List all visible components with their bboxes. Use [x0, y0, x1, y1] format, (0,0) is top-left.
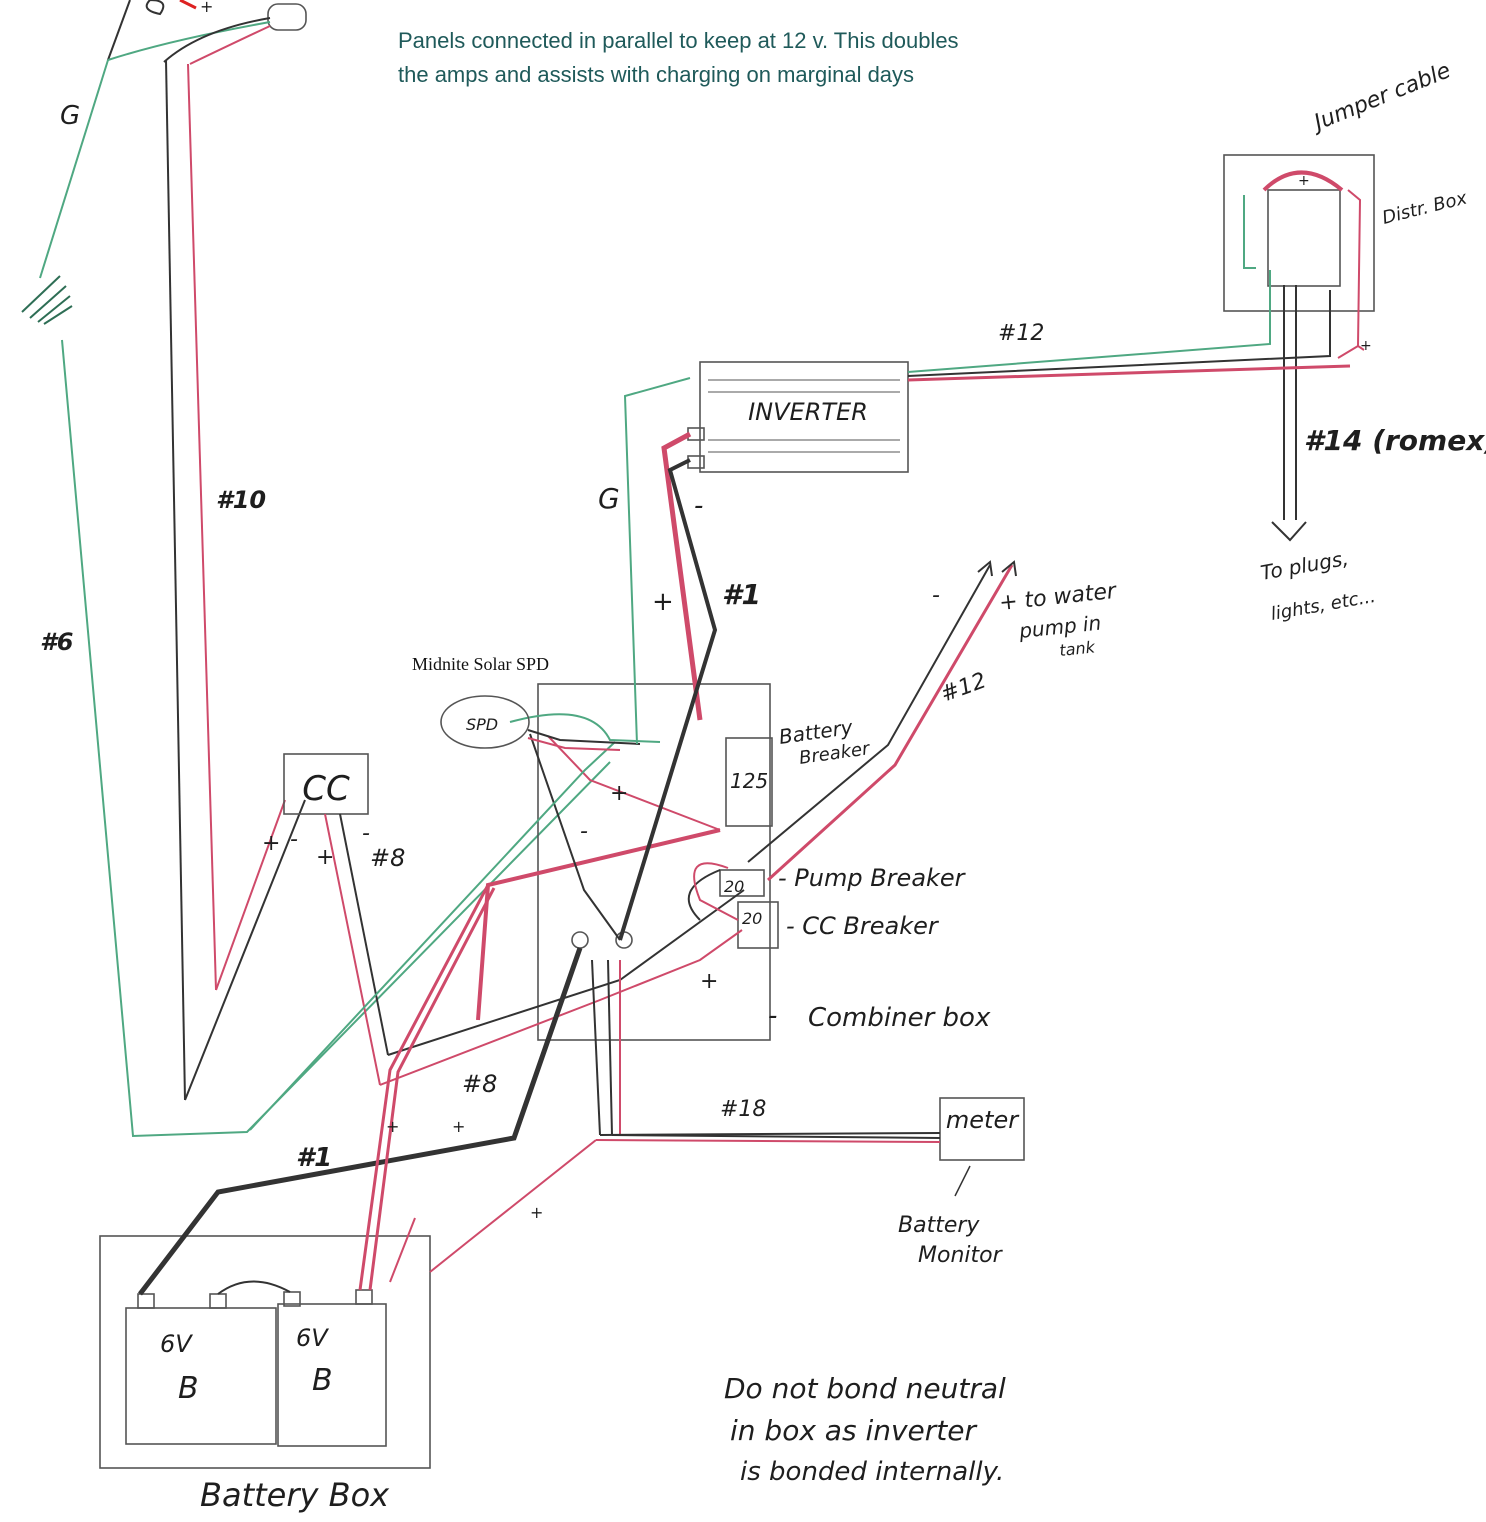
- svg-text:+: +: [452, 1117, 465, 1136]
- left-wires: [21, 59, 611, 1138]
- svg-text:+: +: [262, 831, 280, 856]
- battery-monitor-label-2: Monitor: [918, 1243, 1004, 1268]
- svg-text:+: +: [1360, 338, 1372, 354]
- breaker-20a-label: 20: [724, 877, 744, 896]
- battery-box: 6V B 6V B: [99, 1235, 431, 1469]
- battery-b-6v-label: 6V: [296, 1324, 329, 1352]
- svg-text:-: -: [290, 827, 298, 852]
- wire-1-top-label: #1: [722, 578, 761, 611]
- battery-a-b-label: B: [178, 1371, 199, 1406]
- svg-text:-: -: [580, 819, 588, 844]
- pump-breaker-label: - Pump Breaker: [778, 864, 967, 892]
- svg-text:+: +: [652, 587, 674, 617]
- bond-note-line-2: in box as inverter: [730, 1414, 977, 1447]
- jumper-cable-label: Jumper cable: [1307, 58, 1454, 137]
- parallel-note-line-2: the amps and assists with charging on ma…: [398, 62, 914, 87]
- battery-b-b-label: B: [312, 1363, 333, 1398]
- ground-symbol-icon: [21, 275, 73, 325]
- ground-label-top: G: [60, 101, 80, 131]
- water-pump-wiring: -: [747, 560, 1017, 882]
- charge-controller: CC + - + -: [262, 753, 389, 1086]
- wire-10-label: #10: [216, 486, 266, 514]
- spd-device: SPD: [440, 695, 641, 751]
- combiner-box-label: Combiner box: [808, 1003, 991, 1033]
- battery-monitor-label-1: Battery: [898, 1213, 980, 1238]
- breaker-125-label: 125: [730, 769, 768, 793]
- battery-a-6v-label: 6V: [160, 1330, 193, 1358]
- svg-text:+: +: [700, 969, 718, 994]
- meter-label: meter: [946, 1106, 1020, 1134]
- svg-text:+: +: [316, 845, 334, 870]
- svg-text:-: -: [932, 583, 940, 608]
- svg-text:-: -: [362, 821, 370, 846]
- battery-box-label: Battery Box: [200, 1476, 390, 1514]
- wire-14-label: #14 (romex): [1304, 424, 1486, 457]
- to-plugs-line-1: To plugs,: [1259, 546, 1351, 585]
- wire-8-top-label: #8: [370, 844, 405, 872]
- parallel-note-line-1: Panels connected in parallel to keep at …: [398, 28, 959, 53]
- inverter: INVERTER: [618, 361, 909, 941]
- wire-18-label: #18: [720, 1097, 766, 1122]
- breaker-20b-label: 20: [742, 909, 762, 928]
- cc-label: CC: [302, 769, 350, 809]
- panel-connector: +: [107, 0, 307, 65]
- combiner-box: [537, 683, 779, 1041]
- svg-text:-: -: [694, 491, 703, 521]
- wire-8-bottom-label: #8: [462, 1070, 497, 1098]
- cc-breaker-label: - CC Breaker: [786, 912, 940, 940]
- spd-label: SPD: [466, 715, 498, 734]
- bond-note-line-1: Do not bond neutral: [724, 1372, 1006, 1405]
- inverter-label: INVERTER: [748, 398, 868, 426]
- to-plugs-line-2: lights, etc...: [1269, 586, 1377, 625]
- ground-label-mid: G: [598, 482, 620, 515]
- spd-title: Midnite Solar SPD: [412, 654, 549, 674]
- wire-6-label: #6: [40, 628, 73, 656]
- ac-wiring: [907, 270, 1351, 382]
- distribution-box: + +: [1223, 154, 1375, 542]
- bond-note-line-3: is bonded internally.: [740, 1457, 1004, 1487]
- svg-text:+: +: [1298, 173, 1310, 189]
- battery-meter: meter: [595, 1097, 1025, 1197]
- distr-box-label: Distr. Box: [1380, 187, 1469, 228]
- svg-text:+: +: [530, 1203, 543, 1222]
- water-pump-label-1: + to water: [998, 579, 1119, 616]
- battery-wiring: + + +: [138, 884, 597, 1296]
- svg-text:+: +: [386, 1117, 399, 1136]
- wire-12-mid-label: #12: [938, 668, 990, 707]
- svg-text:+: +: [610, 781, 628, 806]
- svg-text:-: -: [768, 1001, 777, 1031]
- svg-text:+: +: [200, 0, 213, 16]
- water-pump-label-3: tank: [1058, 637, 1096, 660]
- wire-1-bottom-label: #1: [296, 1143, 332, 1173]
- wire-12-top-label: #12: [998, 321, 1044, 346]
